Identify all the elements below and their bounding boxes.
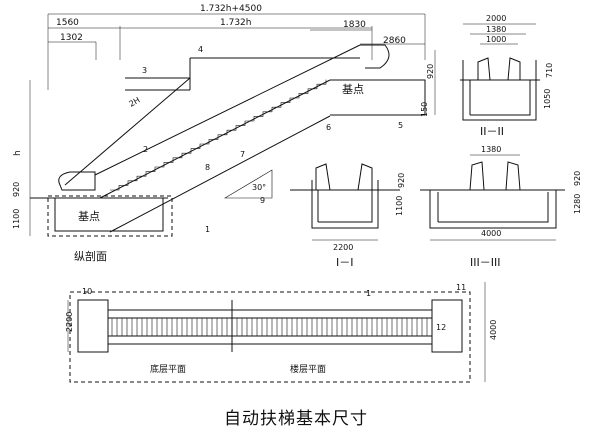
callout-2: 2 [143,145,148,154]
s1-dim-width: 2200 [333,243,353,252]
s1-dim-1100: 1100 [395,196,404,216]
escalator-steps [110,79,327,191]
callout-12: 12 [436,323,446,332]
dim-lower-run: 1560 [56,18,79,28]
callout-6: 6 [326,123,331,132]
dim-upper-pit: 2860 [383,36,406,46]
figure-caption: 自动扶梯基本尺寸 [224,409,368,429]
s2-dim-top: 2000 [486,14,506,23]
truss-bottom [109,115,331,233]
dim-right-150: 150 [420,102,429,117]
section-2-label: II－II [480,125,504,138]
callout-8: 8 [205,163,210,172]
section-1: 2200 920 1100 I－I [290,163,406,269]
dim-lower-pit: 1302 [60,33,83,43]
s2-dim-inner: 1000 [486,35,506,44]
longitudinal-section: 1.732h+4500 1.732h 1560 1302 1830 2860 基… [12,4,436,263]
callout-9: 9 [260,196,265,205]
callout-1b: 1 [366,289,371,298]
section-2: 2000 1380 1000 710 1050 II－II [460,14,554,138]
plan-outline [69,291,471,383]
plan-views: 2200 4000 10 11 12 1 底层平面 楼层平面 [65,282,498,383]
callout-1: 1 [205,225,210,234]
s2-dim-1050: 1050 [543,89,552,109]
s3-dim-1280: 1280 [573,194,582,214]
s3-dim-920: 920 [573,171,582,186]
truss-top [99,79,331,199]
lower-pit [54,197,164,232]
plan-dim-2200: 2200 [65,312,74,332]
dim-left-1100: 1100 [12,209,21,229]
angle-triangle [223,169,273,199]
handrail-lower [64,77,191,186]
s3-pit [429,190,557,229]
s1-dim-920: 920 [397,173,406,188]
dim-total: 1.732h+4500 [200,4,262,14]
callout-7: 7 [240,150,245,159]
dim-left-920: 920 [12,182,21,197]
callout-3: 3 [142,66,147,75]
upper-pit [330,79,426,116]
dim-right-920: 920 [426,64,435,79]
callout-4: 4 [198,45,203,54]
callout-11: 11 [456,283,466,292]
section-3: 1380 4000 920 1280 III－III [420,145,582,269]
dim-incline: 1.732h [220,18,251,28]
lower-pit-label: 基点 [78,210,100,223]
upper-pit-label: 基点 [342,83,364,96]
floor-plan-label: 楼层平面 [290,363,326,375]
s1-pit [311,180,379,229]
dim-height: h [13,150,23,156]
ground-plan-label: 底层平面 [150,363,186,375]
plan-dim-4000: 4000 [489,320,498,340]
s2-pit [462,60,537,121]
longitudinal-label: 纵剖面 [74,249,107,263]
plan-treads [111,318,428,336]
angle-label: 30° [252,183,266,192]
section-1-label: I－I [336,256,354,269]
dim-upper-run: 1830 [343,20,366,30]
s3-dim-width: 4000 [481,229,501,238]
dim-2H: 2H [128,95,142,108]
callout-10: 10 [82,287,92,296]
callout-5: 5 [398,121,403,130]
s2-dim-mid: 1380 [486,25,506,34]
s3-dim-top: 1380 [481,145,501,154]
s2-dim-710: 710 [545,63,554,78]
section-3-label: III－III [470,256,500,269]
